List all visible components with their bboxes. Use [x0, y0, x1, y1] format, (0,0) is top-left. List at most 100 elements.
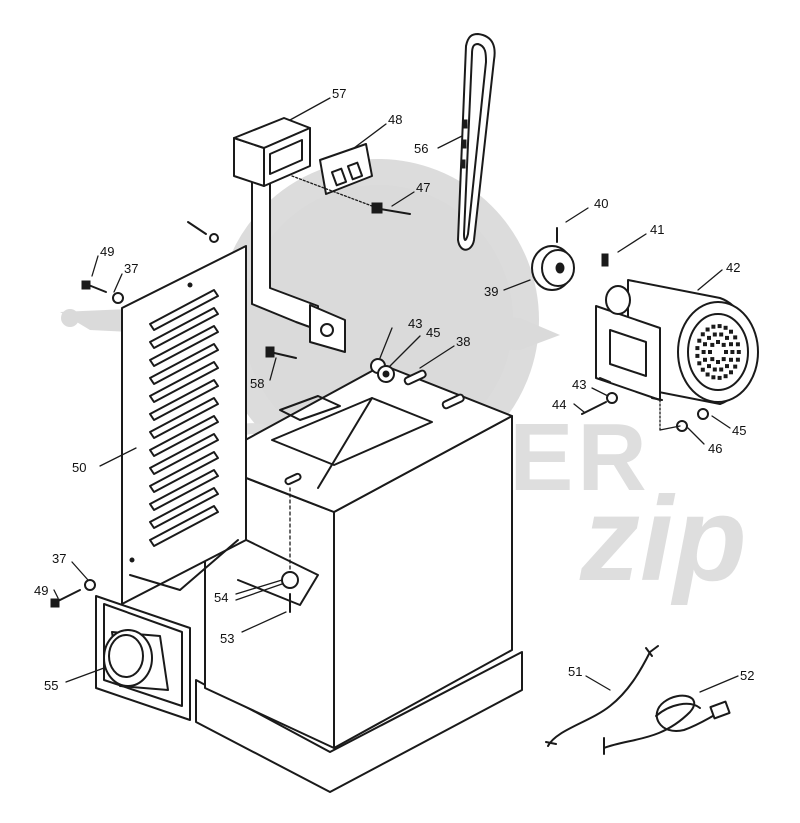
key: [601, 253, 609, 267]
callout-51: 51: [568, 664, 582, 679]
cabinet-top-plate: [279, 395, 341, 421]
motor-vent: [735, 357, 740, 362]
motor-vent: [712, 332, 717, 337]
motor: [595, 279, 759, 405]
motor-vent: [716, 340, 720, 344]
motor-vent: [700, 367, 705, 372]
switch-box-opening: [269, 139, 303, 175]
side-panel-flange: [129, 539, 239, 591]
grommet-54: [281, 571, 299, 589]
belt-inner: [463, 43, 487, 241]
fasteners: [50, 221, 709, 613]
callout-54: 54: [214, 590, 228, 605]
dust-port-opening: [108, 634, 144, 678]
motor-vent: [729, 342, 733, 347]
switch-rocker: [330, 167, 348, 187]
motor-vent: [729, 370, 733, 375]
motor-vent: [700, 332, 705, 337]
cabinet-slot: [403, 369, 427, 386]
louver-slot: [149, 469, 219, 511]
louver-slot: [149, 505, 219, 547]
switch-bracket: [251, 164, 346, 353]
louver-slot: [149, 433, 219, 475]
switch: [319, 143, 373, 195]
cabinet-slot: [284, 472, 302, 486]
callout-52: 52: [740, 668, 754, 683]
motor-shaft: [605, 285, 631, 315]
callout-49: 49: [34, 583, 48, 598]
callout-56: 56: [414, 141, 428, 156]
motor-vent: [717, 324, 722, 329]
drive-belt: [457, 33, 496, 251]
motor-vent: [695, 346, 700, 351]
motor-vent: [708, 350, 712, 354]
callout-37: 37: [52, 551, 66, 566]
louver-slot: [149, 379, 219, 421]
louver-slot: [149, 451, 219, 493]
watermark-script: zip: [579, 472, 747, 606]
louver-slot: [149, 361, 219, 403]
motor-vent: [729, 329, 733, 334]
motor-end-cap: [677, 301, 759, 403]
switch-screw: [291, 175, 411, 215]
motor-vent: [721, 342, 726, 347]
louver-slot: [149, 415, 219, 457]
callout-45-top: 45: [426, 325, 440, 340]
plug: [709, 700, 731, 720]
panel-washer-37-low: [84, 579, 96, 591]
motor-flange-window: [609, 329, 647, 377]
callout-38: 38: [456, 334, 470, 349]
motor-vent: [712, 367, 717, 372]
cabinet-top-opening-edge: [317, 397, 373, 489]
callout-42: 42: [726, 260, 740, 275]
switch-rocker: [346, 161, 364, 181]
cabinet-side-cutout: [237, 535, 319, 606]
callout-41: 41: [650, 222, 664, 237]
motor-vent: [703, 357, 707, 362]
motor-vent: [703, 342, 707, 347]
louver-slot: [149, 307, 219, 349]
cabinet-base: [195, 651, 523, 793]
dust-port: [95, 595, 191, 721]
motor-vent: [705, 372, 710, 377]
callout-40: 40: [594, 196, 608, 211]
motor-vent: [729, 357, 733, 362]
motor-vent: [695, 353, 700, 358]
cabinet-top-opening: [271, 397, 433, 466]
motor-vent: [717, 375, 722, 380]
panel-washer-37: [112, 292, 124, 304]
switch-box: [233, 117, 311, 187]
belt-outer: [457, 33, 496, 251]
motor-vent: [733, 364, 738, 369]
watermark-dot: [61, 309, 79, 327]
callout-57: 57: [332, 86, 346, 101]
panel-screw-49-low: [55, 589, 81, 603]
callout-44: 44: [552, 397, 566, 412]
louver-slot: [149, 487, 219, 529]
motor-vent: [721, 357, 726, 362]
side-panel: [121, 245, 247, 605]
motor-vent: [733, 335, 738, 340]
motor-vent: [701, 350, 706, 354]
callout-45: 45: [732, 423, 746, 438]
callout-50: 50: [72, 460, 86, 475]
motor-vent: [707, 335, 711, 340]
bracket-hole: [320, 323, 334, 337]
louver-slot: [149, 325, 219, 367]
power-cord-52: [603, 694, 725, 749]
louver-slot: [149, 289, 219, 331]
motor-vent: [723, 325, 728, 330]
callout-48: 48: [388, 112, 402, 127]
callout-37-top: 37: [124, 261, 138, 276]
motor-vent: [710, 357, 715, 362]
louver-slot: [149, 397, 219, 439]
callout-53: 53: [220, 631, 234, 646]
motor-vent: [723, 374, 728, 379]
cabinet-slot: [441, 393, 465, 410]
motor-vent: [730, 350, 735, 354]
motor-vent: [707, 364, 711, 369]
motor-vent: [736, 350, 741, 354]
panel-hole: [129, 557, 135, 563]
motor-vent: [711, 324, 716, 329]
